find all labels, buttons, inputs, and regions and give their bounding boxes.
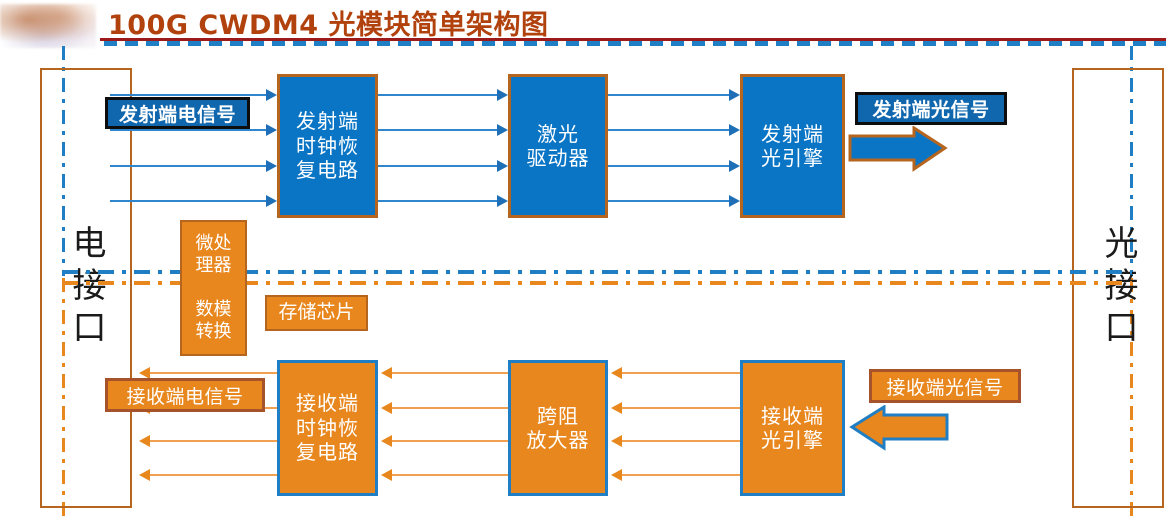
tx-lane-arrowhead <box>266 124 277 136</box>
block-rx-optical-engine-label: 接收端 光引擎 <box>761 403 824 452</box>
block-tx-optical-engine-label: 发射端 光引擎 <box>761 121 824 170</box>
block-rx-optical-engine[interactable]: 接收端 光引擎 <box>740 360 845 496</box>
tx-lane-arrowhead <box>729 195 740 207</box>
left-interface-boundary-lower <box>62 278 65 522</box>
tx-lane-line <box>110 165 270 167</box>
tx-lane-line <box>378 129 502 131</box>
tx-lane-line <box>608 165 734 167</box>
rx-lane-line <box>150 440 280 442</box>
tx-lane-arrowhead <box>497 89 508 101</box>
callout-tx-electrical-signal: 发射端电信号 <box>105 97 250 129</box>
electrical-domain-divider <box>62 270 1132 274</box>
callout-tx-electrical-signal-label: 发射端电信号 <box>118 103 236 126</box>
callout-rx-optical-signal-label: 接收端光信号 <box>886 376 1004 399</box>
rx-lane-arrowhead <box>611 367 622 379</box>
blurred-logo-icon <box>0 4 96 48</box>
electrical-interface-box: 电接口 <box>40 68 132 508</box>
rx-lane-line <box>622 372 740 374</box>
rx-lane-arrowhead <box>139 469 150 481</box>
tx-lane-line <box>110 94 270 96</box>
tx-lane-arrowhead <box>729 89 740 101</box>
tx-lane-arrowhead <box>266 195 277 207</box>
tx-lane-arrowhead <box>497 124 508 136</box>
rx-lane-line <box>150 372 280 374</box>
block-tx-cdr-label: 发射端 时钟恢 复电路 <box>296 109 359 183</box>
optical-interface-label: 光接口 <box>1098 225 1138 351</box>
tx-lane-arrowhead <box>266 160 277 172</box>
rx-lane-arrowhead <box>381 469 392 481</box>
tx-lane-arrowhead <box>497 195 508 207</box>
tx-lane-line <box>378 165 502 167</box>
rx-lane-arrowhead <box>611 402 622 414</box>
tx-lane-line <box>608 94 734 96</box>
block-tia[interactable]: 跨阻 放大器 <box>508 360 608 496</box>
tx-lane-line <box>110 200 270 202</box>
rx-lane-arrowhead <box>611 469 622 481</box>
rx-lane-arrowhead <box>611 435 622 447</box>
block-laser-driver[interactable]: 激光 驱动器 <box>508 74 608 218</box>
block-microprocessor-dac[interactable]: 微处 理器 数模 转换 <box>180 220 247 356</box>
optical-domain-divider <box>62 281 1132 285</box>
block-tx-cdr[interactable]: 发射端 时钟恢 复电路 <box>277 74 378 218</box>
tx-lane-line <box>608 129 734 131</box>
callout-rx-optical-signal: 接收端光信号 <box>869 369 1021 403</box>
optical-interface-box: 光接口 <box>1072 68 1164 508</box>
right-interface-boundary-upper <box>1130 46 1133 276</box>
left-interface-boundary-upper <box>62 46 65 276</box>
rx-lane-line <box>622 407 740 409</box>
block-dac-label: 数模 转换 <box>195 299 232 342</box>
block-laser-driver-label: 激光 驱动器 <box>526 121 590 170</box>
callout-tx-optical-signal-label: 发射端光信号 <box>872 99 990 121</box>
tx-lane-line <box>110 129 270 131</box>
rx-lane-line <box>622 474 740 476</box>
block-tx-optical-engine[interactable]: 发射端 光引擎 <box>740 74 845 218</box>
block-memory-chip-label: 存储芯片 <box>278 301 355 324</box>
callout-tx-optical-signal: 发射端光信号 <box>855 92 1007 125</box>
rx-lane-line <box>392 372 508 374</box>
tx-lane-line <box>378 94 502 96</box>
rx-lane-line <box>150 474 280 476</box>
tx-lane-arrowhead <box>266 89 277 101</box>
tx-lane-arrowhead <box>497 160 508 172</box>
page-title: 100G CWDM4 光模块简单架构图 <box>108 3 549 42</box>
tx-lane-line <box>378 200 502 202</box>
block-memory-chip[interactable]: 存储芯片 <box>265 295 368 331</box>
callout-rx-electrical-signal: 接收端电信号 <box>105 378 265 412</box>
rx-lane-arrowhead <box>139 435 150 447</box>
title-chinese: 光模块简单架构图 <box>328 10 549 41</box>
block-rx-cdr-label: 接收端 时钟恢 复电路 <box>296 391 359 465</box>
rx-optical-block-arrow-icon <box>849 405 949 451</box>
rx-lane-line <box>622 440 740 442</box>
rx-lane-arrowhead <box>381 402 392 414</box>
tx-lane-arrowhead <box>729 124 740 136</box>
rx-lane-line <box>392 407 508 409</box>
header-rule <box>100 38 1166 41</box>
callout-rx-electrical-signal-label: 接收端电信号 <box>126 385 244 408</box>
block-microprocessor-label: 微处 理器 <box>195 233 232 276</box>
rx-lane-arrowhead <box>381 367 392 379</box>
block-rx-cdr[interactable]: 接收端 时钟恢 复电路 <box>277 360 378 496</box>
tx-lane-arrowhead <box>729 160 740 172</box>
rx-lane-arrowhead <box>381 435 392 447</box>
right-interface-boundary-lower <box>1130 278 1133 522</box>
rx-lane-line <box>392 474 508 476</box>
tx-optical-block-arrow-icon <box>848 126 948 172</box>
block-tia-label: 跨阻 放大器 <box>526 403 590 452</box>
rx-lane-arrowhead <box>139 367 150 379</box>
title-english: 100G CWDM4 <box>108 10 319 41</box>
electrical-interface-label: 电接口 <box>66 225 106 351</box>
tx-lane-line <box>608 200 734 202</box>
rx-lane-line <box>392 440 508 442</box>
header-dashed-accent <box>104 41 1166 46</box>
